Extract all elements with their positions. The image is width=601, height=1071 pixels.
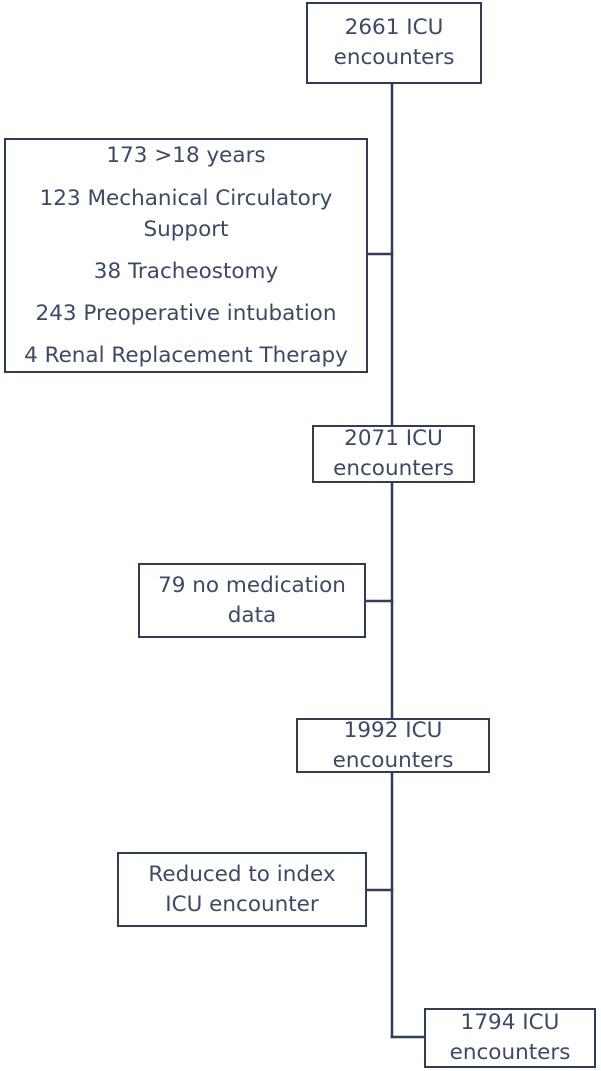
final-encounters-box: 1794 ICU encounters (424, 1008, 596, 1068)
step2-encounters-box: 2071 ICU encounters (312, 425, 475, 483)
start-count-label: 2661 ICU (344, 15, 444, 40)
exclusion-age-item: 173 >18 years (106, 143, 266, 168)
exclusion-tracheostomy-item: 38 Tracheostomy (93, 259, 279, 284)
index-reduction-line1: Reduced to index (148, 861, 336, 887)
medication-exclusion-line1: 79 no medication (158, 572, 346, 598)
index-reduction-box: Reduced to index ICU encounter (117, 852, 367, 927)
exclusion-mcs-item: 123 Mechanical Circulatory Support (39, 186, 333, 242)
step3-count-label: 1992 ICU (343, 717, 443, 743)
start-unit-label: encounters (333, 45, 455, 70)
step2-count-label: 2071 ICU (344, 426, 443, 451)
step2-unit-label: encounters (333, 456, 454, 481)
medication-exclusion-box: 79 no medication data (138, 563, 366, 638)
exclusion-intubation-item: 243 Preoperative intubation (35, 301, 337, 326)
step3-encounters-box: 1992 ICU encounters (296, 718, 490, 773)
start-encounters-box: 2661 ICU encounters (306, 2, 482, 84)
index-reduction-line2: ICU encounter (165, 891, 319, 917)
step3-unit-label: encounters (332, 747, 454, 773)
medication-exclusion-line2: data (227, 602, 277, 628)
final-unit-label: encounters (449, 1040, 571, 1065)
exclusion-rrt-item: 4 Renal Replacement Therapy (24, 343, 348, 368)
final-count-label: 1794 ICU (460, 1010, 560, 1035)
exclusion-criteria-box: 173 >18 years 123 Mechanical Circulatory… (4, 138, 368, 373)
